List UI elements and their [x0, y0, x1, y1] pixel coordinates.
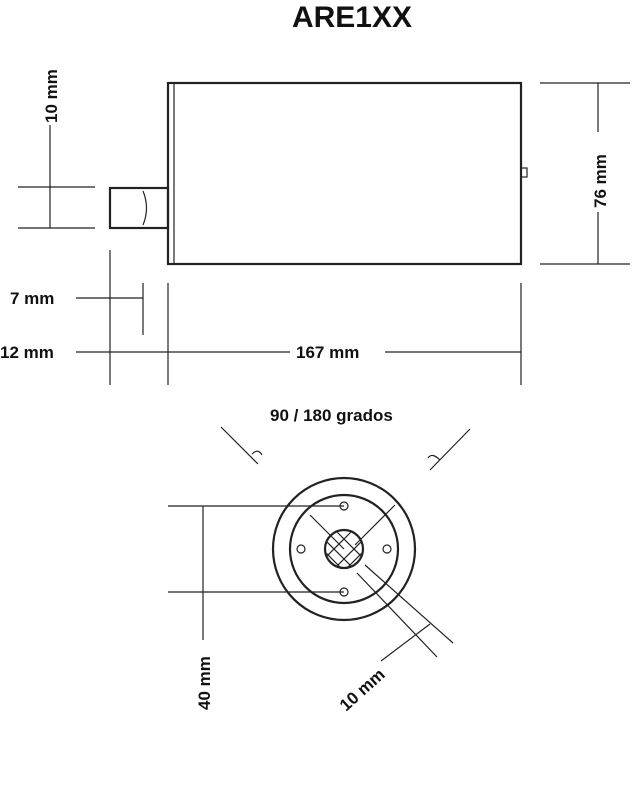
- dim-shaft-diameter: 10 mm: [42, 69, 61, 123]
- shaft-curve: [142, 190, 148, 226]
- front-view: 90 / 180 grados 40 mm: [168, 406, 471, 715]
- outer-flange: [271, 476, 417, 622]
- angle-line-left: [220, 426, 259, 465]
- angle-ray-left: [309, 514, 345, 550]
- angle-ray-right: [354, 504, 396, 546]
- body-nub: [520, 167, 528, 178]
- dim-flange: 7 mm: [10, 289, 54, 308]
- shaft: [108, 186, 170, 230]
- dim-body-length: 167 mm: [296, 343, 359, 362]
- angle-arc-right: [427, 454, 441, 461]
- bolt-hole-left: [296, 544, 306, 554]
- shaft-bore: [323, 528, 365, 570]
- shaft-dim-diag-line: [380, 623, 431, 662]
- dim-height: 76 mm: [591, 154, 610, 208]
- inner-ring: [288, 493, 400, 605]
- shaft-dim-ext-2: [356, 572, 438, 658]
- angle-arc-left: [251, 450, 263, 456]
- drawing-title: ARE1XX: [292, 1, 412, 34]
- bolt-hole-right: [382, 544, 392, 554]
- dim-bolt-spacing: 40 mm: [195, 656, 214, 710]
- dim-shaft-length: 12 mm: [0, 343, 54, 362]
- dim-angle: 90 / 180 grados: [270, 406, 393, 425]
- side-view: 10 mm 76 mm 7 mm 12 mm 167 mm: [0, 69, 630, 385]
- shaft-dim-ext-1: [364, 564, 454, 644]
- actuator-body: [166, 81, 523, 266]
- angle-line-right: [429, 428, 471, 471]
- dim-shaft: 10 mm: [336, 665, 389, 715]
